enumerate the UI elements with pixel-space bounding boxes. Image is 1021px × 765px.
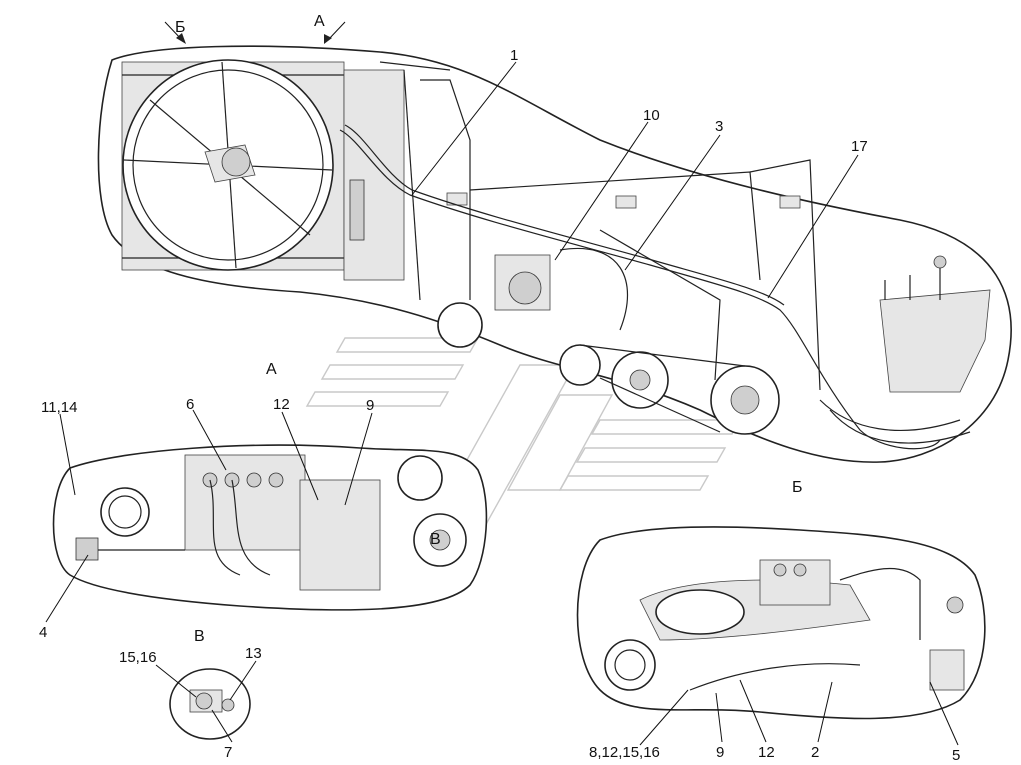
callout-6: 6 [186,396,194,413]
callout-10: 10 [643,107,660,124]
callout-2: 2 [811,744,819,761]
view-v-title: В [194,628,205,645]
callout-15-16: 15,16 [119,649,157,666]
callout-7: 7 [224,744,232,761]
callout-13: 13 [245,645,262,662]
view-arrow-b [164,21,186,44]
view-b-detail [576,526,986,720]
callout-12-view-b: 12 [758,744,775,761]
main-side-view [97,45,1012,463]
callout-17: 17 [851,138,868,155]
callout-3: 3 [715,118,723,135]
callout-4: 4 [39,624,47,641]
view-arrow-a [324,21,346,44]
view-v-marker: В [430,531,441,548]
view-label-b-arrow: Б [175,19,186,36]
callout-11-14: 11,14 [41,399,77,416]
callout-12-view-a: 12 [273,396,290,413]
view-a-detail [52,444,488,611]
callout-9-view-a: 9 [366,397,374,414]
callout-9-view-b: 9 [716,744,724,761]
view-a-title: А [266,361,277,378]
callout-8-12-15-16: 8,12,15,16 [589,744,660,761]
view-label-a-arrow: А [314,13,325,30]
callout-5: 5 [952,747,960,764]
view-b-title: Б [792,479,803,496]
view-v-detail [169,668,251,740]
callout-1: 1 [510,47,518,64]
